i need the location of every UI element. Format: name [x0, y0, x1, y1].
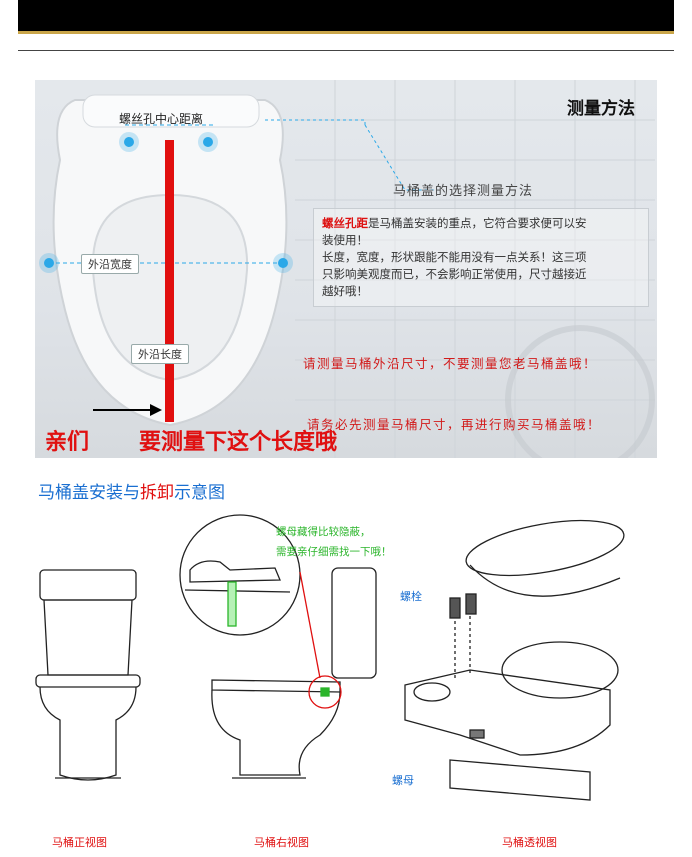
install-section-title: 马桶盖安装与拆卸示意图: [38, 478, 225, 503]
front-view-drawing: [35, 569, 141, 781]
caption-perspective-view: 马桶透视图: [502, 836, 557, 849]
big-red-right: 要测量下这个长度哦: [139, 430, 338, 455]
red-note-2: 请务必先测量马桶尺寸，再进行购买马桶盖哦！: [307, 417, 602, 432]
note-line-3: 长度，宽度，形状跟能不能用没有一点关系！这三项: [322, 250, 587, 264]
green-note-1: 螺母藏得比较隐蔽，: [276, 526, 371, 538]
right-view-drawing: [179, 514, 377, 779]
measure-subtitle: 马桶盖的选择测量方法: [393, 184, 534, 199]
perspective-view-drawing: [404, 519, 625, 801]
measure-note: 螺丝孔距是马桶盖安装的重点，它符合要求便可以安 装使用！ 长度，宽度，形状跟能不…: [313, 208, 649, 307]
title-part-2: 拆卸: [140, 483, 174, 503]
divider-rule: [18, 50, 674, 51]
outer-length-label: 外沿长度: [131, 344, 189, 364]
bolt-label: 螺栓: [400, 590, 422, 603]
top-banner: [18, 0, 674, 34]
installation-diagrams: [35, 514, 625, 801]
title-part-1: 马桶盖安装与: [38, 483, 140, 503]
red-note-1: 请测量马桶外沿尺寸，不要测量您老马桶盖哦！: [303, 356, 598, 371]
note-line-4: 只影响美观度而已，不会影响正常使用，尺寸越接近: [322, 267, 587, 281]
measurement-panel: 螺丝孔中心距离 测量方法 马桶盖的选择测量方法 螺丝孔距是马桶盖安装的重点，它符…: [35, 80, 657, 458]
green-note-2: 需要亲仔细需找一下哦！: [276, 546, 392, 558]
measure-title: 测量方法: [567, 99, 635, 119]
nut-label: 螺母: [392, 774, 414, 787]
banner-gold-stripe: [18, 31, 674, 34]
note-line-1: 是马桶盖安装的重点，它符合要求便可以安: [368, 216, 587, 230]
caption-right-view: 马桶右视图: [254, 836, 309, 849]
hole-distance-label: 螺丝孔中心距离: [119, 112, 204, 126]
big-red-left: 亲们: [45, 430, 90, 455]
title-part-3: 示意图: [174, 483, 225, 503]
note-line-5: 越好哦！: [322, 284, 368, 298]
outer-width-label: 外沿宽度: [81, 254, 139, 274]
toilet-seat-illustration: [39, 80, 655, 458]
caption-front-view: 马桶正视图: [52, 836, 107, 849]
note-highlight: 螺丝孔距: [322, 216, 368, 230]
note-line-2: 装使用！: [322, 233, 368, 247]
